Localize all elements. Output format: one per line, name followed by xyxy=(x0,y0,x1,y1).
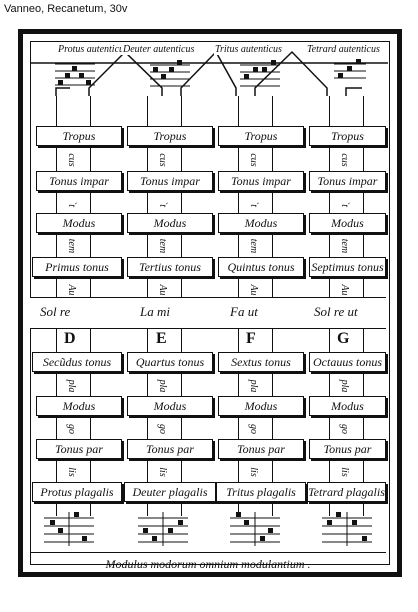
col2-v6: go xyxy=(157,424,169,434)
col4-tonus-impar: Tonus impar xyxy=(309,171,386,191)
col2-v5: pla xyxy=(157,379,169,393)
col2-v1: cus xyxy=(157,153,169,167)
col4-plagalis: Tetrard plagalis xyxy=(307,482,386,502)
col1-tropus: Tropus xyxy=(36,126,122,146)
col4-v2: `t xyxy=(339,200,351,208)
col1-modus: Modus xyxy=(36,213,122,233)
col1-v5: pla xyxy=(66,379,78,393)
footer-motto: Modulus modorum omnium modulantium . xyxy=(30,552,386,575)
solmization-band: Sol re La mi Fa ut Sol re ut xyxy=(30,297,386,329)
col2-v3: tem xyxy=(157,238,169,254)
col4-v6: go xyxy=(339,424,351,434)
col4-tonus-low: Octauus tonus xyxy=(309,352,386,372)
head-label-1: Protus autenticus xyxy=(57,44,129,55)
col4-modus-low: Modus xyxy=(309,396,386,416)
col3-tonus-low: Sextus tonus xyxy=(218,352,304,372)
notation-bottom-4 xyxy=(322,512,372,546)
col3-tonus-par: Tonus par xyxy=(218,439,304,459)
notation-bottom-1 xyxy=(44,512,94,546)
col2-tropus: Tropus xyxy=(127,126,213,146)
col1-plagalis: Protus plagalis xyxy=(32,482,122,502)
col2-modus-low: Modus xyxy=(127,396,213,416)
notation-top-4 xyxy=(334,59,366,79)
col1-v2: `t xyxy=(66,200,78,208)
notation-top-1 xyxy=(55,63,95,86)
col4-tonus-par: Tonus par xyxy=(309,439,386,459)
caption: Vanneo, Recanetum, 30v xyxy=(4,3,128,15)
col1-v7: lis xyxy=(66,467,78,477)
solmization-4: Sol re ut xyxy=(314,304,358,319)
col1-tonus-impar: Tonus impar xyxy=(36,171,122,191)
head-label-4: Tetrard autenticus xyxy=(306,44,381,55)
col3-modus: Modus xyxy=(218,213,304,233)
notation-bottom-3 xyxy=(230,512,280,546)
col3-tonus-impar: Tonus impar xyxy=(218,171,304,191)
letter-4: G xyxy=(337,330,350,347)
solmization-2: La mi xyxy=(140,304,170,319)
col3-v3: tem xyxy=(248,238,260,254)
col4-v7: lis xyxy=(339,467,351,477)
col4-v1: cus xyxy=(339,153,351,167)
col1-modus-low: Modus xyxy=(36,396,122,416)
col3-tonus: Quintus tonus xyxy=(218,257,304,277)
col2-plagalis: Deuter plagalis xyxy=(124,482,216,502)
col2-v7: lis xyxy=(157,467,169,477)
col4-v3: tem xyxy=(339,238,351,254)
col2-tonus-impar: Tonus impar xyxy=(127,171,213,191)
notation-bottom-2 xyxy=(138,512,188,546)
col3-v1: cus xyxy=(248,153,260,167)
col3-tropus: Tropus xyxy=(218,126,304,146)
notation-top-2 xyxy=(150,60,190,87)
col1-tonus-par: Tonus par xyxy=(36,439,122,459)
col3-v7: lis xyxy=(248,467,260,477)
col3-modus-low: Modus xyxy=(218,396,304,416)
letter-2: E xyxy=(156,330,167,347)
col4-tropus: Tropus xyxy=(309,126,386,146)
col3-v2: `t xyxy=(248,200,260,208)
notation-top-3 xyxy=(240,60,280,87)
col4-modus: Modus xyxy=(309,213,386,233)
col2-v2: `t xyxy=(157,200,169,208)
col1-v1: cus xyxy=(66,153,78,167)
col2-tonus: Tertius tonus xyxy=(127,257,213,277)
col1-tonus: Primus tonus xyxy=(32,257,122,277)
col1-v3: tem xyxy=(66,238,78,254)
head-label-3: Tritus autenticus xyxy=(214,44,283,55)
letter-1: D xyxy=(64,330,76,347)
solmization-1: Sol re xyxy=(40,304,71,319)
col2-modus: Modus xyxy=(127,213,213,233)
col3-v5: pla xyxy=(248,379,260,393)
col2-tonus-par: Tonus par xyxy=(127,439,213,459)
col4-v5: pla xyxy=(339,379,351,393)
col2-tonus-low: Quartus tonus xyxy=(127,352,213,372)
solmization-3: Fa ut xyxy=(230,304,258,319)
letter-3: F xyxy=(246,330,256,347)
col3-v6: go xyxy=(248,424,260,434)
col1-tonus-low: Secũdus tonus xyxy=(32,352,122,372)
col4-tonus: Septimus tonus xyxy=(309,257,386,277)
col3-plagalis: Tritus plagalis xyxy=(216,482,306,502)
head-label-2: Deuter autenticus xyxy=(122,44,196,55)
col1-v6: go xyxy=(66,424,78,434)
